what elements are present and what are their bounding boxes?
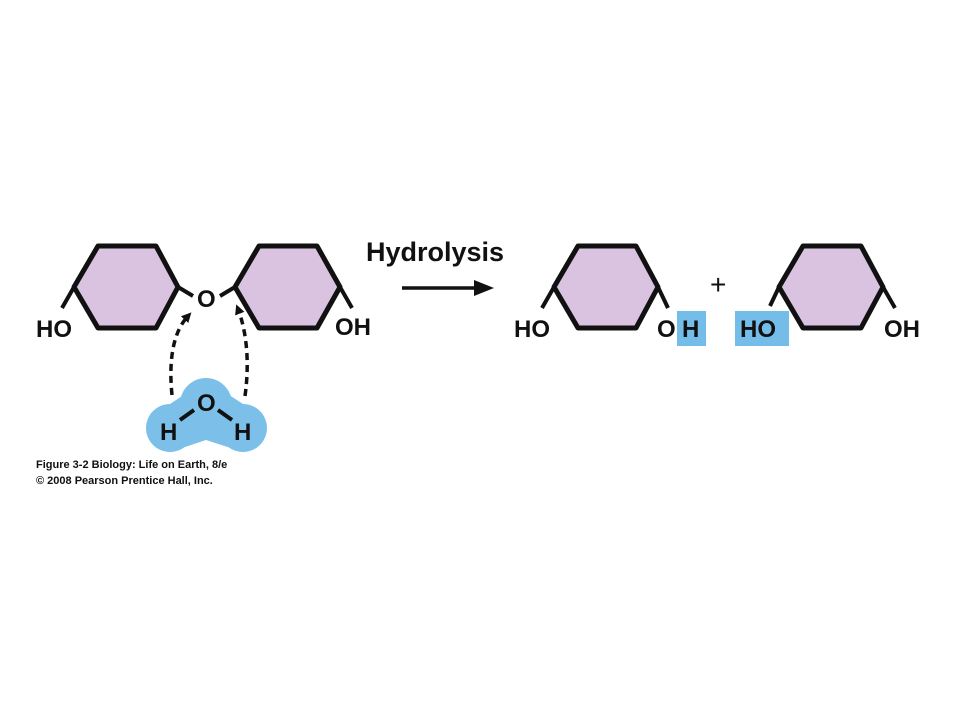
reactant-right-oh-bond xyxy=(338,286,354,309)
product-2-oh-label: OH xyxy=(884,316,920,343)
reactant-molecule: O HO OH xyxy=(36,243,371,343)
water-hydrogen-left-label: H xyxy=(160,419,177,446)
water-hydrogen-right-label: H xyxy=(234,419,251,446)
glycosidic-bond-left xyxy=(176,285,195,298)
product-2-left-bond xyxy=(768,286,781,307)
product-1-left-bond xyxy=(540,286,556,309)
added-hydroxyl-highlight xyxy=(735,311,789,346)
product-1-ring xyxy=(551,243,661,331)
water-oxygen-label: O xyxy=(197,390,216,417)
product-1-molecule: HO O H xyxy=(514,243,706,346)
reaction-label: Hydrolysis xyxy=(366,237,504,267)
reaction-arrow-head xyxy=(474,280,494,296)
water-bond-left xyxy=(178,408,196,422)
copyright-line: © 2008 Pearson Prentice Hall, Inc. xyxy=(36,475,213,487)
reactant-left-oh-bond xyxy=(60,286,76,309)
product-2-molecule: HO OH xyxy=(735,243,920,346)
reactant-oh-label: OH xyxy=(335,314,371,341)
reactant-ho-label: HO xyxy=(36,316,72,343)
water-bond-right xyxy=(216,408,234,422)
bridge-oxygen-label: O xyxy=(197,286,216,313)
water-blob xyxy=(146,378,267,452)
added-hydrogen-highlight xyxy=(677,311,706,346)
dashed-arrow-right xyxy=(235,304,249,397)
glycosidic-bond-right xyxy=(218,285,237,298)
product-2-right-bond xyxy=(881,286,897,309)
product-2-ho-label: HO xyxy=(740,316,776,343)
product-2-ring xyxy=(776,243,886,331)
dashed-arrow-left xyxy=(169,312,192,396)
reactant-left-ring xyxy=(71,243,181,331)
product-1-right-bond xyxy=(656,286,670,309)
reactant-right-ring xyxy=(232,243,343,331)
figure-caption-line: Figure 3-2 Biology: Life on Earth, 8/e xyxy=(36,459,228,471)
product-1-hydrogen-label: H xyxy=(682,316,699,343)
plus-sign: + xyxy=(710,269,726,300)
water-molecule: O H H xyxy=(146,304,267,452)
product-1-oxygen-label: O xyxy=(657,316,676,343)
product-1-ho-label: HO xyxy=(514,316,550,343)
reaction-arrow-group: Hydrolysis xyxy=(366,237,504,296)
